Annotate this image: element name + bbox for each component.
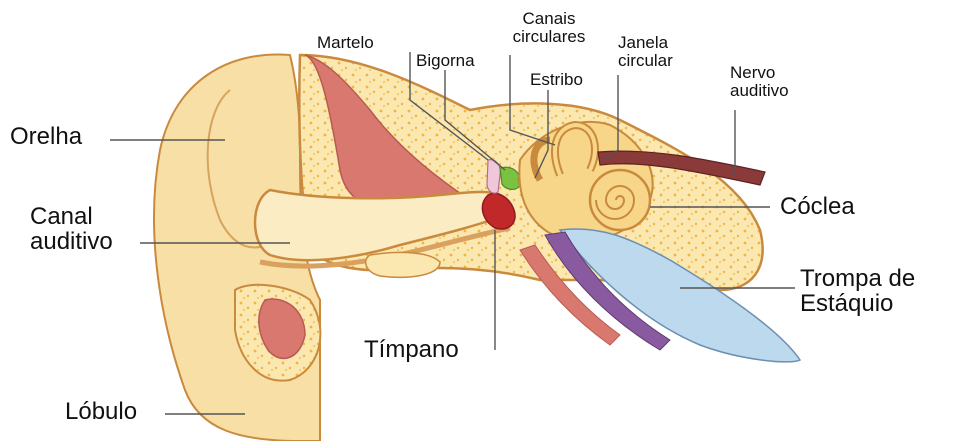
label-canal-auditivo: Canal auditivo [30,204,113,254]
label-orelha: Orelha [10,124,82,149]
label-martelo: Martelo [317,34,374,52]
label-canais-circulares: Canais circulares [492,10,606,46]
label-canal-line1: Canal [30,204,113,229]
label-timpano: Tímpano [364,337,459,362]
label-nervo-auditivo: Nervo auditivo [730,64,789,100]
bone-lower [366,252,440,277]
label-canais-line2: circulares [492,28,606,46]
label-janela-circular: Janela circular [618,34,673,70]
label-trompa-line2: Estáquio [800,291,915,316]
label-canais-line1: Canais [492,10,606,28]
label-janela-line1: Janela [618,34,673,52]
cochlea-shape [590,170,650,230]
label-trompa-de-estaquio: Trompa de Estáquio [800,266,915,316]
label-canal-line2: auditivo [30,229,113,254]
label-nervo-line1: Nervo [730,64,789,82]
label-estribo: Estribo [530,71,583,89]
label-nervo-line2: auditivo [730,82,789,100]
label-lobulo: Lóbulo [65,399,137,424]
label-bigorna: Bigorna [416,52,475,70]
label-trompa-line1: Trompa de [800,266,915,291]
label-janela-line2: circular [618,52,673,70]
label-coclea: Cóclea [780,194,855,219]
